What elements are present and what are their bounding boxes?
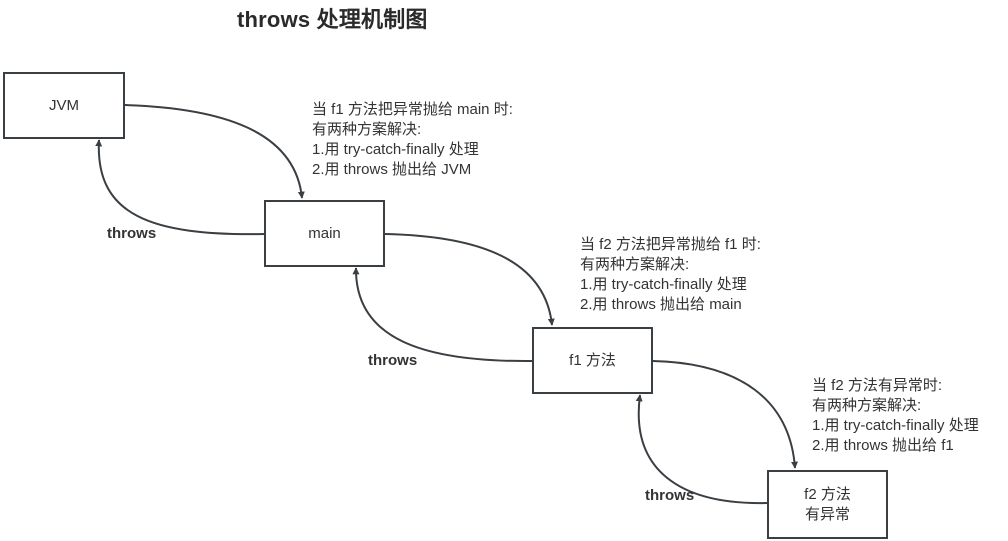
- node-jvm-label: JVM: [49, 96, 79, 114]
- note-main: 当 f1 方法把异常抛给 main 时: 有两种方案解决: 1.用 try-ca…: [312, 100, 513, 180]
- node-f2-label: f2 方法 有异常: [804, 485, 851, 523]
- node-f1-label: f1 方法: [569, 351, 616, 369]
- note-line: 1.用 try-catch-finally 处理: [812, 417, 979, 434]
- note-line: 1.用 try-catch-finally 处理: [312, 141, 479, 158]
- node-f2[interactable]: f2 方法 有异常: [767, 470, 888, 539]
- edge-main-to-f1: [384, 233, 555, 326]
- note-line: 2.用 throws 抛出给 main: [580, 296, 742, 313]
- edge-label-main-throws: throws: [107, 225, 157, 242]
- note-line: 有两种方案解决:: [812, 397, 922, 414]
- note-line: 2.用 throws 抛出给 f1: [812, 437, 954, 454]
- node-main-label: main: [308, 224, 341, 242]
- note-line: 2.用 throws 抛出给 JVM: [312, 161, 472, 178]
- note-line: 当 f2 方法把异常抛给 f1 时:: [580, 236, 761, 253]
- note-f1: 当 f2 方法把异常抛给 f1 时: 有两种方案解决: 1.用 try-catc…: [580, 235, 761, 315]
- edge-main-throws-to-jvm: [95, 139, 265, 236]
- note-line: 有两种方案解决:: [312, 121, 422, 138]
- node-main[interactable]: main: [264, 200, 385, 267]
- note-f2: 当 f2 方法有异常时: 有两种方案解决: 1.用 try-catch-fina…: [812, 376, 979, 456]
- node-jvm[interactable]: JVM: [3, 72, 125, 139]
- note-line: 1.用 try-catch-finally 处理: [580, 276, 747, 293]
- edge-f1-to-f2: [652, 360, 799, 469]
- edge-label-f1-throws: throws: [368, 352, 418, 369]
- note-line: 有两种方案解决:: [580, 256, 690, 273]
- edge-f1-throws-to-main: [352, 267, 533, 363]
- note-line: 当 f1 方法把异常抛给 main 时:: [312, 101, 513, 118]
- diagram-title: throws 处理机制图: [237, 7, 428, 32]
- note-line: 当 f2 方法有异常时:: [812, 377, 943, 394]
- edge-label-f2-throws: throws: [645, 487, 695, 504]
- edge-jvm-to-main: [124, 104, 305, 199]
- edge-f2-throws-to-f1: [635, 394, 768, 505]
- node-f1[interactable]: f1 方法: [532, 327, 653, 394]
